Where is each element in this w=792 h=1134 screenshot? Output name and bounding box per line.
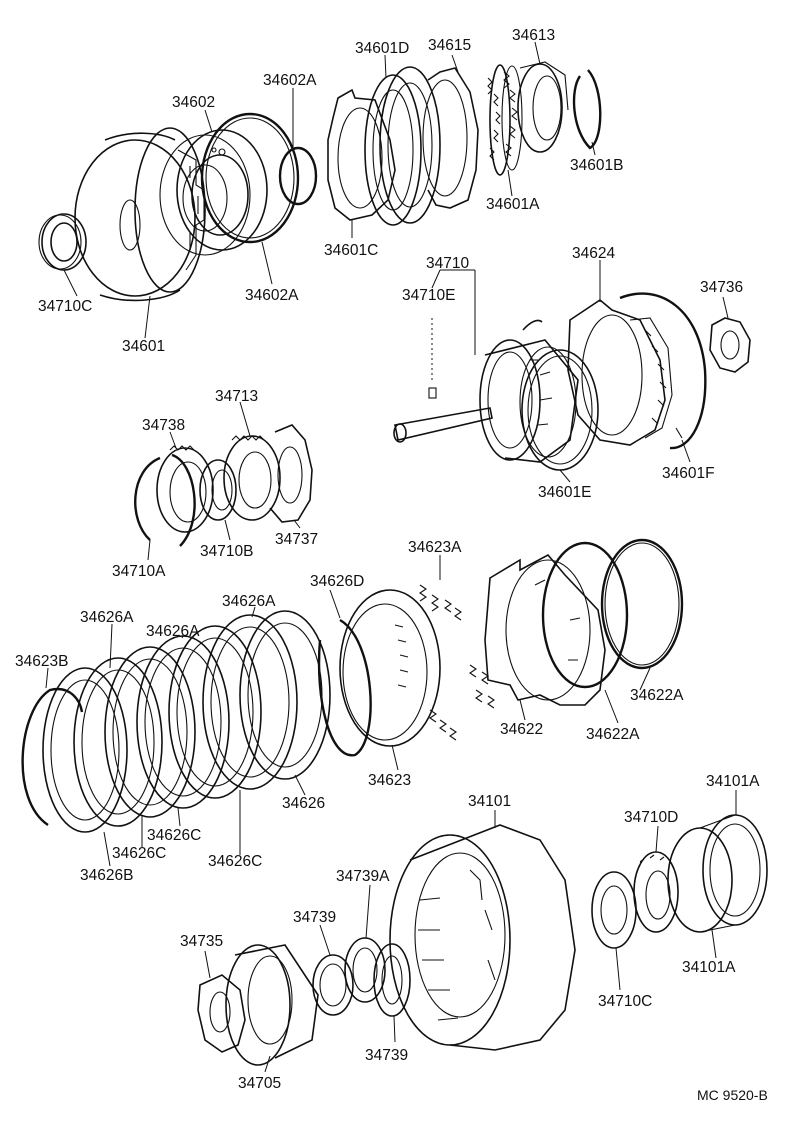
label-34713: 34713 — [215, 388, 258, 405]
label-34622: 34622 — [500, 721, 543, 738]
label-34613: 34613 — [512, 27, 555, 44]
part-34601F-snap-ring — [619, 292, 707, 450]
part-34705-sleeve — [225, 944, 319, 1066]
part-34602-piston — [159, 129, 268, 256]
label-34626C-c: 34626C — [208, 853, 262, 870]
label-34601C: 34601C — [324, 242, 378, 259]
label-34623: 34623 — [368, 772, 411, 789]
label-34602A-bottom: 34602A — [245, 287, 299, 304]
label-34710B: 34710B — [200, 543, 253, 560]
part-34710E-pin — [428, 318, 437, 399]
label-34601E: 34601E — [538, 484, 591, 501]
part-34737-plate — [269, 424, 313, 523]
leader-lines — [45, 41, 737, 1073]
part-34601D-discs — [364, 66, 479, 226]
label-34615: 34615 — [428, 37, 471, 54]
part-34622A-oring-inner — [541, 541, 629, 689]
part-34613-retainer — [517, 61, 569, 153]
part-34623B-snap-ring — [21, 687, 84, 827]
part-34101A-ring — [667, 814, 768, 933]
part-34738-gear — [156, 445, 214, 533]
label-34739-top: 34739 — [293, 909, 336, 926]
label-34626: 34626 — [282, 795, 325, 812]
reference-code: MC 9520-B — [697, 1087, 768, 1103]
label-34601: 34601 — [122, 338, 165, 355]
part-34601B-snap-ring — [572, 69, 602, 150]
label-34626A-middle: 34626A — [146, 623, 200, 640]
label-34101A-bottom: 34101A — [682, 959, 736, 976]
label-34601B: 34601B — [570, 157, 623, 174]
label-34624: 34624 — [572, 245, 615, 262]
part-34710A-snap-ring — [134, 453, 196, 547]
part-34710C-seal-top — [38, 213, 87, 271]
part-34624-carrier — [567, 299, 673, 446]
label-34622A-upper: 34622A — [630, 687, 684, 704]
label-34602A-top: 34602A — [263, 72, 317, 89]
part-34623-retainer — [339, 589, 441, 747]
part-34602A-oring-small — [278, 146, 318, 206]
label-34626A-right: 34626A — [222, 593, 276, 610]
label-34626C-a: 34626C — [147, 827, 201, 844]
label-34710C-top: 34710C — [38, 298, 92, 315]
part-34710-shaft-assembly — [393, 319, 579, 463]
label-34710C-bottom: 34710C — [598, 993, 652, 1010]
part-34739-washer-a — [312, 954, 354, 1016]
label-34626A-left: 34626A — [80, 609, 134, 626]
label-34601A: 34601A — [486, 196, 540, 213]
part-34101-case — [389, 824, 576, 1051]
label-34710A: 34710A — [112, 563, 166, 580]
label-34101A-top: 34101A — [706, 773, 760, 790]
part-34735-washer — [197, 974, 246, 1053]
part-34710B-bearing — [199, 459, 237, 521]
part-34710D-bearing — [633, 851, 679, 933]
part-34622-piston — [484, 553, 606, 706]
label-34736: 34736 — [700, 279, 743, 296]
label-34601F: 34601F — [662, 465, 715, 482]
part-34739-washer-b — [373, 943, 411, 1017]
label-34626B: 34626B — [80, 867, 133, 884]
label-34626D: 34626D — [310, 573, 364, 590]
label-34602: 34602 — [172, 94, 215, 111]
label-34739A: 34739A — [336, 868, 390, 885]
label-34710E: 34710E — [402, 287, 455, 304]
label-34737: 34737 — [275, 531, 318, 548]
part-34713-hub — [223, 435, 281, 521]
label-34710: 34710 — [426, 255, 469, 272]
part-34622A-oring-outer — [600, 538, 684, 670]
label-34626C-b: 34626C — [112, 845, 166, 862]
part-34736-washer — [709, 317, 751, 373]
label-34705: 34705 — [238, 1075, 281, 1092]
part-labels: 34710C 34601 34602 34602A 34602A 34601D … — [15, 27, 768, 1103]
label-34623A: 34623A — [408, 539, 462, 556]
part-34601-drum — [74, 127, 206, 302]
part-34601C-plate-front — [327, 88, 396, 221]
part-34602A-oring-large — [200, 112, 300, 244]
label-34738: 34738 — [142, 417, 185, 434]
part-34623A-springs — [419, 584, 495, 741]
part-34626-disc-stack — [42, 610, 331, 833]
label-34622A-lower: 34622A — [586, 726, 640, 743]
label-34710D: 34710D — [624, 809, 678, 826]
part-34739A-bearing — [344, 937, 386, 1003]
part-34626D-snap-ring — [317, 618, 372, 757]
label-34623B: 34623B — [15, 653, 68, 670]
label-34739-bottom: 34739 — [365, 1047, 408, 1064]
part-34601A-springs — [487, 64, 523, 176]
part-34710C-seal-bottom — [591, 871, 637, 949]
label-34101: 34101 — [468, 793, 511, 810]
label-34735: 34735 — [180, 933, 223, 950]
label-34601D: 34601D — [355, 40, 409, 57]
